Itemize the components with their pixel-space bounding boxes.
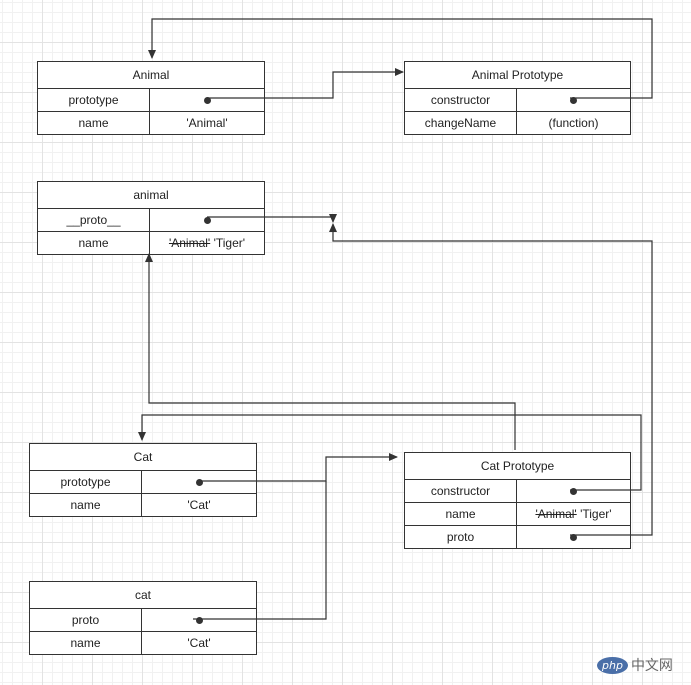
- table-row: name 'Animal': [38, 111, 264, 134]
- table-title: Cat Prototype: [405, 453, 630, 480]
- connector-cat-proto-to-animal-inst: [145, 253, 516, 450]
- watermark-text: 中文网: [630, 658, 673, 674]
- row-value: 'Animal' 'Tiger': [517, 503, 630, 525]
- table-row: name 'Animal' 'Tiger': [38, 231, 264, 254]
- row-value: [142, 609, 256, 631]
- pointer-dot: [570, 96, 577, 104]
- row-value: (function): [548, 116, 599, 130]
- row-value: [517, 89, 630, 111]
- row-key: proto: [405, 526, 517, 548]
- row-value: 'Animal' 'Tiger': [150, 232, 264, 254]
- php-logo-icon: php: [597, 656, 628, 674]
- table-row: prototype: [38, 89, 264, 111]
- row-value: [150, 89, 264, 111]
- table-animal-instance: animal __proto__ name 'Animal' 'Tiger': [37, 181, 265, 255]
- table-row: constructor: [405, 89, 630, 111]
- table-row: proto: [30, 609, 256, 631]
- row-key: name: [30, 632, 142, 654]
- pointer-dot: [570, 533, 577, 541]
- connector-animal-inst-proto: [207, 214, 337, 223]
- connector-animal-proto-constructor: [148, 18, 653, 99]
- table-cat: Cat prototype name 'Cat': [29, 443, 257, 517]
- row-key: prototype: [30, 471, 142, 493]
- old-value: 'Animal': [168, 236, 211, 250]
- row-value: 'Cat': [187, 498, 211, 512]
- row-value: [150, 209, 264, 231]
- table-row: name 'Animal' 'Tiger': [405, 502, 630, 525]
- table-row: constructor: [405, 480, 630, 502]
- old-value: 'Animal': [535, 507, 577, 521]
- new-value: 'Tiger': [213, 236, 246, 250]
- table-title: animal: [38, 182, 264, 209]
- watermark: php 中文网: [597, 655, 673, 675]
- table-animal-prototype: Animal Prototype constructor changeName …: [404, 61, 631, 135]
- row-key: constructor: [405, 480, 517, 502]
- row-value: [142, 471, 256, 493]
- connector-cat-prototype: [200, 453, 398, 482]
- connector-cat-proto-constructor: [138, 414, 642, 491]
- row-key: name: [405, 503, 517, 525]
- row-key: name: [38, 112, 150, 134]
- table-cat-instance: cat proto name 'Cat': [29, 581, 257, 655]
- pointer-dot: [195, 478, 203, 486]
- table-title: Animal Prototype: [405, 62, 630, 89]
- row-key: prototype: [38, 89, 150, 111]
- pointer-dot: [570, 487, 577, 495]
- table-cat-prototype: Cat Prototype constructor name 'Animal' …: [404, 452, 631, 549]
- table-title: Cat: [30, 444, 256, 471]
- pointer-dot: [195, 616, 203, 624]
- row-key: name: [38, 232, 150, 254]
- connector-cat-inst-proto: [193, 481, 327, 620]
- connector-animal-prototype: [207, 68, 404, 99]
- row-value: 'Cat': [187, 636, 211, 650]
- table-row: name 'Cat': [30, 631, 256, 654]
- table-title: Animal: [38, 62, 264, 89]
- row-key: name: [30, 494, 142, 516]
- table-title: cat: [30, 582, 256, 609]
- table-row: name 'Cat': [30, 493, 256, 516]
- pointer-dot: [203, 96, 211, 104]
- table-row: __proto__: [38, 209, 264, 231]
- row-value: [517, 526, 630, 548]
- connector-cat-proto-proto: [329, 223, 653, 536]
- row-key: changeName: [405, 112, 517, 134]
- table-row: prototype: [30, 471, 256, 493]
- row-key: constructor: [405, 89, 517, 111]
- row-key: proto: [30, 609, 142, 631]
- row-value: 'Animal': [186, 116, 228, 130]
- table-row: changeName (function): [405, 111, 630, 134]
- pointer-dot: [203, 216, 211, 224]
- row-key: __proto__: [38, 209, 150, 231]
- table-row: proto: [405, 525, 630, 548]
- row-value: [517, 480, 630, 502]
- new-value: 'Tiger': [580, 507, 612, 521]
